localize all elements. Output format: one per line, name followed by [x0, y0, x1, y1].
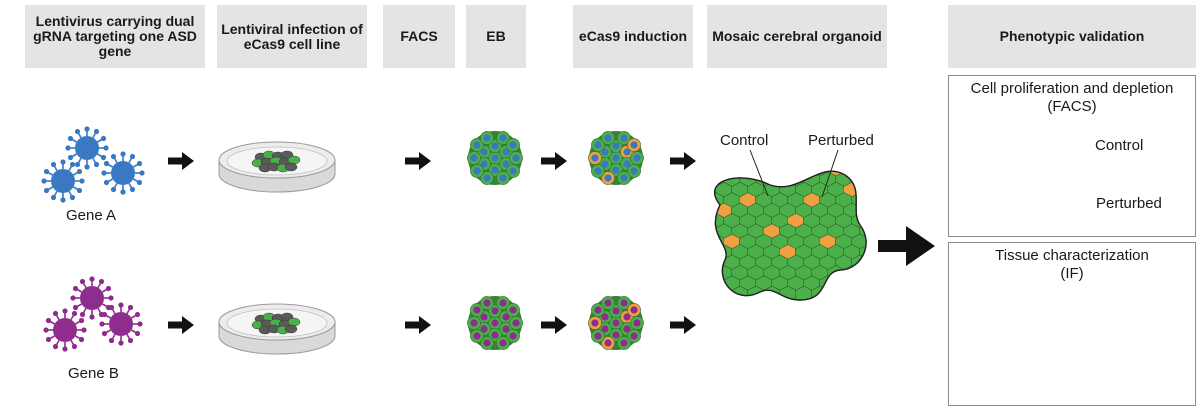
header-lentivirus: Lentivirus carrying dual gRNA targeting … — [25, 5, 205, 68]
arrow-icon — [670, 316, 696, 334]
arrow-icon — [541, 316, 567, 334]
gene-b-label: Gene B — [68, 365, 119, 382]
virus-icon — [70, 276, 114, 320]
header-mosaic-organoid: Mosaic cerebral organoid — [707, 5, 887, 68]
organoid-perturbed-label: Perturbed — [808, 132, 874, 149]
arrow-icon — [405, 316, 431, 334]
virus-icon — [99, 302, 143, 346]
induced-embryoid-body-gene-b — [588, 296, 644, 350]
arrow-icon — [405, 152, 431, 170]
facs-title-line1: Cell proliferation and depletion — [970, 80, 1174, 97]
mosaic-organoid — [713, 149, 867, 301]
petri-dish-icon — [218, 141, 336, 193]
arrow-icon — [541, 152, 567, 170]
big-arrow-icon — [878, 226, 935, 266]
tissue-validation-box — [948, 242, 1196, 406]
embryoid-body-gene-b — [467, 296, 523, 350]
facs-control-label: Control — [1095, 137, 1144, 154]
header-eb: EB — [466, 5, 526, 68]
arrow-icon — [168, 316, 194, 334]
induced-embryoid-body-gene-a — [588, 131, 644, 185]
facs-title-line2: (FACS) — [1047, 98, 1097, 115]
petri-dish-icon — [218, 303, 336, 355]
facs-perturbed-label: Perturbed — [1096, 195, 1162, 212]
gene-a-label: Gene A — [66, 207, 117, 224]
organoid-control-label: Control — [720, 132, 769, 149]
virus-icon — [101, 151, 145, 195]
tissue-box-title: Tissue characterization (IF) — [948, 247, 1196, 283]
tissue-title-line1: Tissue characterization — [995, 247, 1149, 264]
tissue-title-line2: (IF) — [1060, 265, 1084, 282]
virus-group-gene-b — [43, 276, 143, 352]
header-infection: Lentiviral infection of eCas9 cell line — [217, 5, 367, 68]
header-ecas9-induction: eCas9 induction — [573, 5, 693, 68]
embryoid-body-gene-a — [467, 131, 523, 185]
arrow-icon — [168, 152, 194, 170]
virus-icon — [43, 308, 87, 352]
header-facs: FACS — [383, 5, 455, 68]
facs-box-title: Cell proliferation and depletion (FACS) — [948, 80, 1196, 116]
arrow-icon — [670, 152, 696, 170]
facs-validation-box — [948, 75, 1196, 237]
header-phenotypic-validation: Phenotypic validation — [948, 5, 1196, 68]
virus-group-gene-a — [41, 126, 145, 203]
